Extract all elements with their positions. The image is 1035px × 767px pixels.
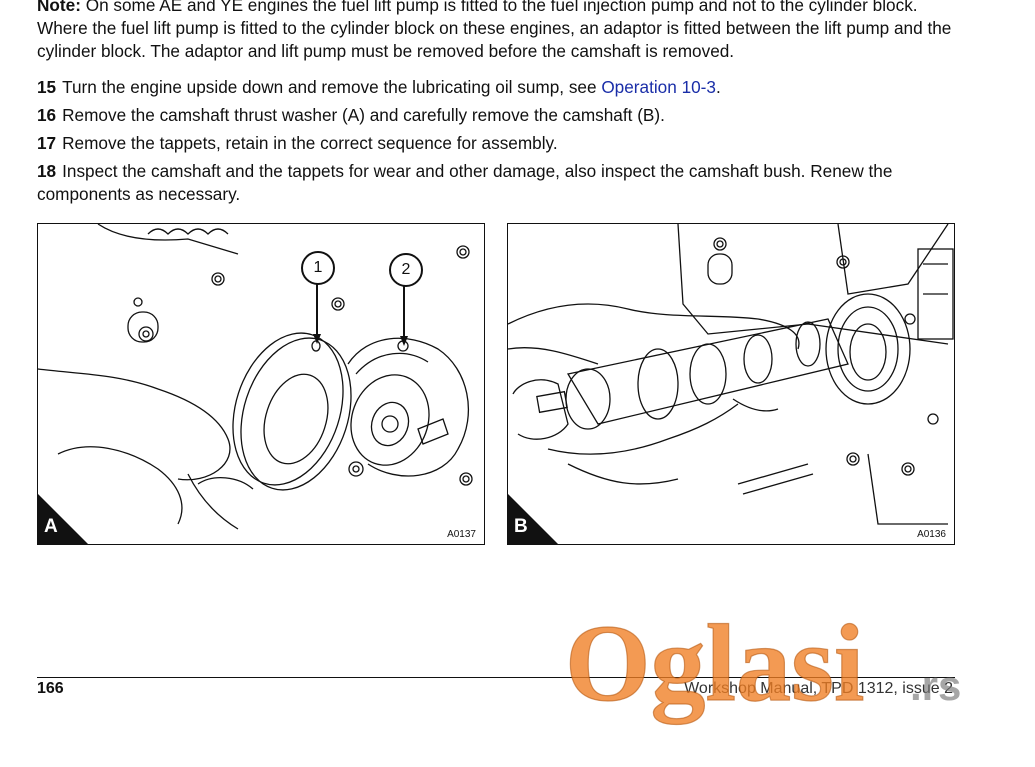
step-number: 17 (37, 133, 57, 153)
figure-letter: A (44, 516, 58, 537)
figure-a-thrust-washer: 1 2 A A0137 (37, 223, 485, 545)
footer-title: Workshop Manual, TPD 1312, issue 2 (684, 680, 953, 697)
page-number: 166 (37, 680, 64, 697)
step-text: Turn the engine upside down and remove t… (62, 77, 602, 97)
thrust-washer-illustration (38, 224, 473, 544)
figure-code: A0136 (917, 529, 946, 540)
svg-text:Oglasi: Oglasi (565, 605, 865, 724)
figure-code: A0137 (447, 529, 476, 540)
note-label: Note: (37, 0, 81, 15)
step-text: Remove the tappets, retain in the correc… (62, 133, 558, 153)
footer-divider (37, 677, 955, 678)
watermark-logo-icon: Oglasi .rs (564, 601, 961, 724)
step-text: Remove the camshaft thrust washer (A) an… (62, 105, 665, 125)
figure-letter: B (514, 516, 528, 537)
note-text: On some AE and YE engines the fuel lift … (37, 0, 952, 61)
step-number: 15 (37, 77, 57, 97)
oglasi-watermark-logo: Oglasi .rs (564, 601, 995, 740)
camshaft-illustration (508, 224, 954, 544)
operation-link[interactable]: Operation 10-3 (601, 77, 716, 97)
figure-b-camshaft-removal: B A0136 (507, 223, 955, 545)
callout-1: 1 (301, 251, 335, 285)
step-number: 18 (37, 161, 57, 181)
step-number: 16 (37, 105, 57, 125)
step-suffix: . (715, 77, 721, 97)
callout-2: 2 (389, 253, 423, 287)
note-paragraph: Note: On some AE and YE engines the fuel… (37, 0, 967, 63)
svg-text:.rs: .rs (910, 662, 961, 709)
step-text: Inspect the camshaft and the tappets for… (37, 161, 893, 204)
